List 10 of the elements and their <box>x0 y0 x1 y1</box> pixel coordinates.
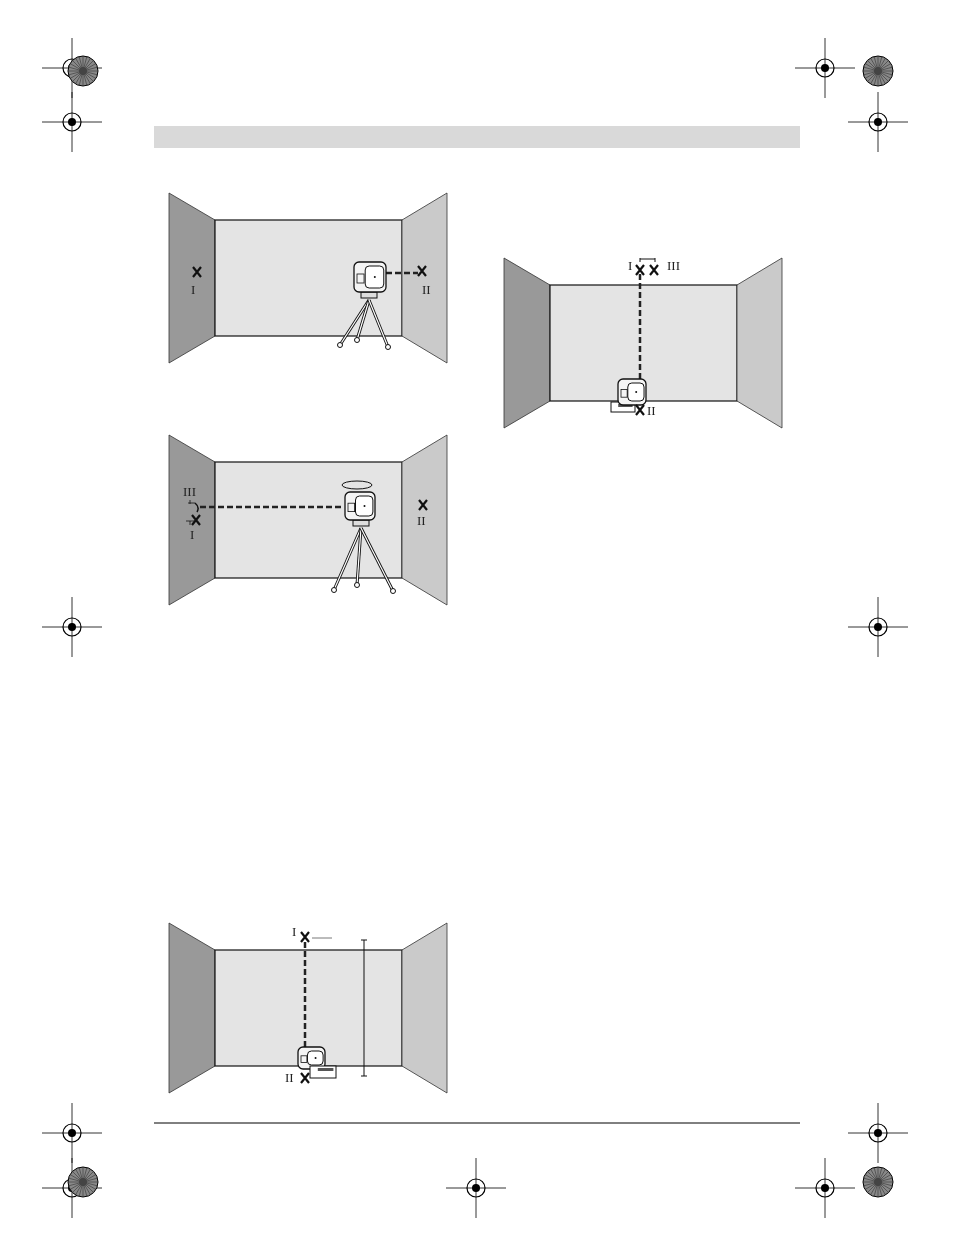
point-label: III <box>667 259 680 272</box>
point-label: II <box>647 404 656 417</box>
point-label: II <box>422 283 431 296</box>
point-label: I <box>292 925 297 938</box>
point-label: I <box>191 283 196 296</box>
point-label: I <box>628 259 633 272</box>
point-label: II <box>417 514 426 527</box>
point-label: I <box>190 528 195 541</box>
point-label: III <box>183 485 196 498</box>
point-label: II <box>285 1071 294 1084</box>
